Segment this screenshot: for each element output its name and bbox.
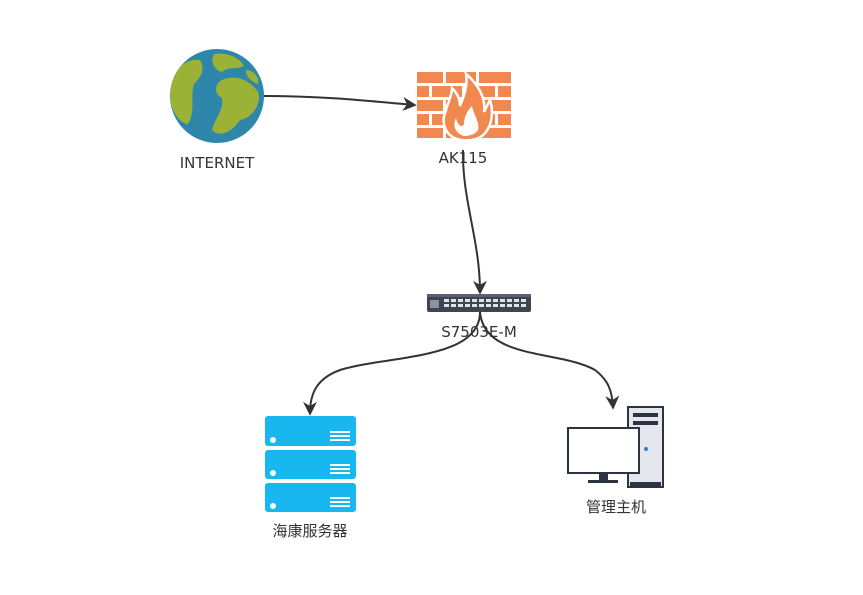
switch-port <box>521 299 526 302</box>
switch-port <box>472 299 477 302</box>
firewall-icon <box>417 70 511 142</box>
switch-port <box>458 299 463 302</box>
node-host[interactable]: 管理主机 <box>567 406 664 516</box>
node-internet[interactable]: INTERNET <box>170 49 264 172</box>
switch-port <box>507 299 512 302</box>
desktop-computer-icon <box>567 406 664 488</box>
internet-label: INTERNET <box>180 154 255 172</box>
switch-port <box>514 304 519 307</box>
switch-port <box>521 304 526 307</box>
node-switch[interactable]: S7503E-M <box>427 294 531 341</box>
switch-port <box>514 299 519 302</box>
edge-internet-firewall <box>262 95 417 111</box>
switch-port <box>500 299 505 302</box>
edge-switch-server <box>303 311 481 416</box>
switch-port <box>500 304 505 307</box>
edges <box>262 95 620 416</box>
switch-port <box>472 304 477 307</box>
switch-port <box>444 299 449 302</box>
globe-icon <box>170 49 264 143</box>
switch-port <box>486 299 491 302</box>
switch-port <box>493 299 498 302</box>
switch-port <box>444 304 449 307</box>
host-label: 管理主机 <box>586 498 646 516</box>
switch-port <box>479 304 484 307</box>
server-rack-icon <box>265 416 356 512</box>
firewall-label: AK115 <box>439 149 488 167</box>
switch-port <box>465 299 470 302</box>
switch-port <box>486 304 491 307</box>
switch-port <box>465 304 470 307</box>
switch-port <box>451 304 456 307</box>
switch-port <box>507 304 512 307</box>
switch-port <box>451 299 456 302</box>
edge-firewall-switch <box>461 149 487 295</box>
node-firewall[interactable]: AK115 <box>417 70 511 167</box>
edge-switch-host <box>479 311 620 410</box>
network-switch-icon <box>427 294 531 312</box>
switch-port <box>479 299 484 302</box>
server-label: 海康服务器 <box>272 522 347 540</box>
switch-label: S7503E-M <box>441 323 517 341</box>
switch-port <box>458 304 463 307</box>
switch-port <box>493 304 498 307</box>
node-server[interactable]: 海康服务器 <box>265 416 356 540</box>
